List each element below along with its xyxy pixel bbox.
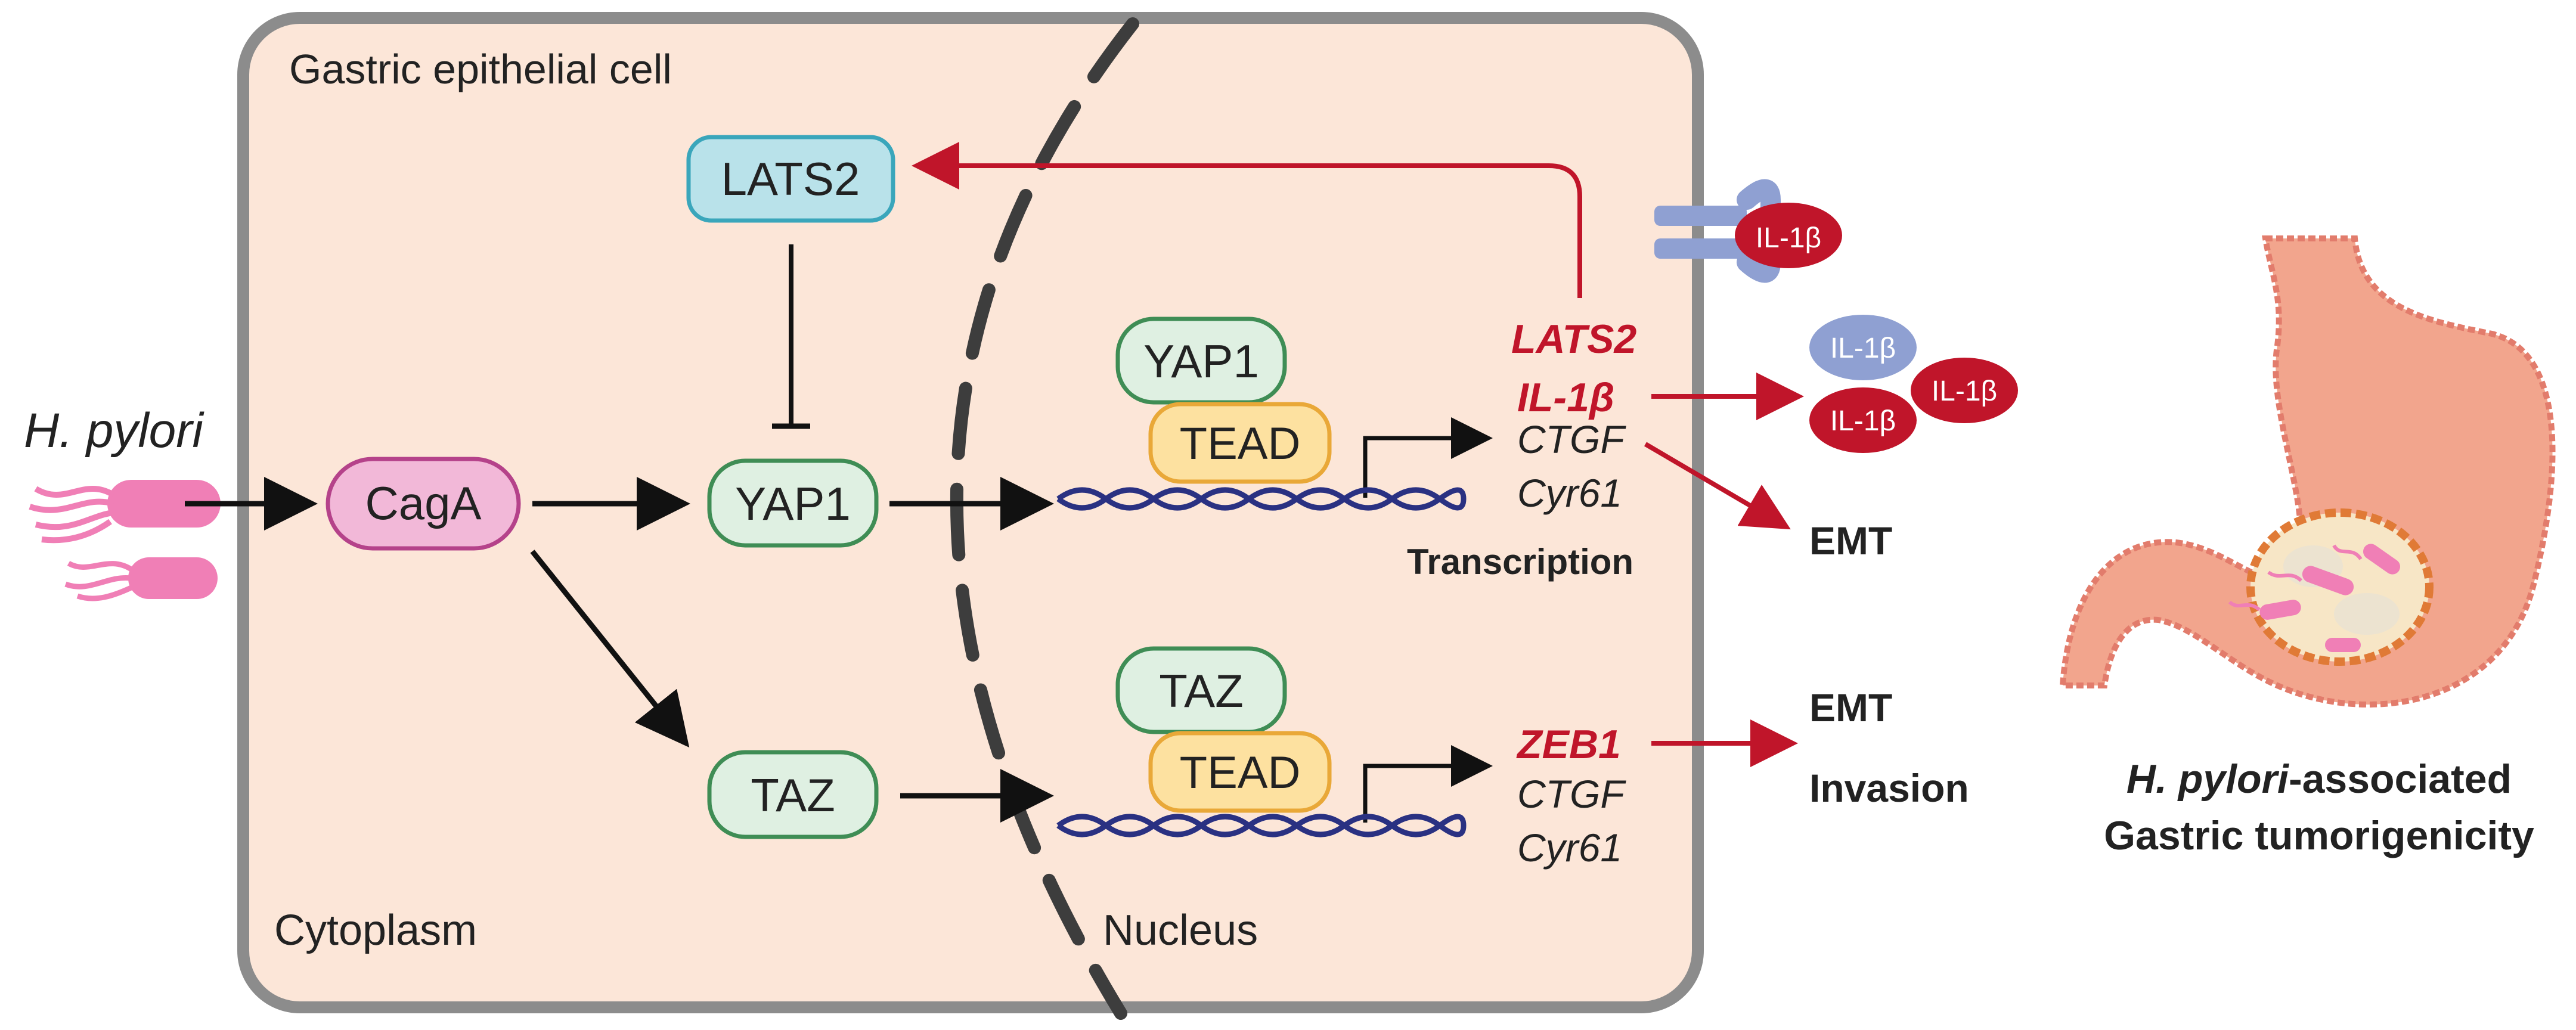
il1b-bound-label: IL-1β — [1756, 222, 1821, 254]
cell-label: Gastric epithelial cell — [289, 46, 672, 92]
il1b-bound-bubble: IL-1β — [1735, 203, 1842, 268]
il1b-bubble-red-1: IL-1β — [1809, 387, 1917, 453]
outcome-emt-top: EMT — [1809, 519, 1892, 563]
arrow-lats2-feedback — [912, 142, 1582, 298]
caption-hpylori: H. pylori — [2126, 756, 2290, 802]
taz-nuc-label: TAZ — [1159, 665, 1244, 717]
lats2-label: LATS2 — [721, 153, 860, 205]
tead-bottom-node: TEAD — [1148, 731, 1332, 813]
nucleus-label: Nucleus — [1103, 907, 1258, 954]
outcome-invasion: Invasion — [1809, 766, 1969, 810]
il1b-bubble-red-2: IL-1β — [1911, 358, 2018, 423]
tead-bottom-label: TEAD — [1180, 747, 1301, 798]
hpylori-bacteria-icon — [29, 480, 221, 601]
tead-top-node: TEAD — [1148, 402, 1332, 484]
stomach-icon — [2059, 235, 2556, 708]
arrow-transcription-top — [1363, 417, 1493, 498]
dna-top-icon — [1056, 487, 1467, 511]
cytoplasm-label: Cytoplasm — [274, 907, 477, 954]
transcription-label: Transcription — [1407, 542, 1633, 582]
outcome-emt-bottom: EMT — [1809, 685, 1892, 730]
stomach-caption-line1: H. pylori-associated — [2126, 756, 2512, 802]
caption-associated: -associated — [2289, 756, 2512, 802]
gene-lats2: LATS2 — [1511, 317, 1636, 362]
yap1-cyto-label: YAP1 — [735, 477, 851, 530]
gastric-epithelial-cell — [237, 12, 1704, 1013]
gene-cyr61-top: Cyr61 — [1517, 471, 1622, 515]
arrow-ctgf-to-emt — [1644, 442, 1791, 530]
caga-label: CagA — [365, 477, 481, 529]
gene-cyr61-bottom: Cyr61 — [1517, 826, 1622, 870]
yap1-nuc-node: YAP1 — [1115, 317, 1287, 405]
nuclear-envelope — [950, 17, 1139, 1020]
gene-ctgf-bottom: CTGF — [1517, 772, 1626, 816]
il1b-red-2-label: IL-1β — [1932, 376, 1997, 407]
taz-nuc-node: TAZ — [1115, 646, 1287, 734]
dna-bottom-icon — [1056, 814, 1467, 837]
il1b-red-1-label: IL-1β — [1830, 405, 1896, 437]
tead-top-label: TEAD — [1180, 418, 1301, 469]
gene-il1b: IL-1β — [1517, 375, 1614, 420]
yap1-nuc-label: YAP1 — [1143, 335, 1259, 387]
gene-zeb1: ZEB1 — [1516, 722, 1621, 767]
lats2-node: LATS2 — [686, 135, 895, 223]
taz-cyto-label: TAZ — [751, 769, 835, 821]
arrow-caga-to-taz — [530, 550, 690, 748]
gene-ctgf-top: CTGF — [1517, 417, 1626, 461]
taz-cyto-node: TAZ — [707, 750, 879, 839]
hpylori-label: H. pylori — [24, 404, 205, 458]
yap1-cyto-node: YAP1 — [707, 458, 879, 548]
arrow-transcription-bottom — [1363, 745, 1493, 823]
il1b-bubble-blue: IL-1β — [1809, 315, 1917, 380]
il1b-blue-label: IL-1β — [1830, 333, 1896, 364]
inhibition-lats2-to-yap1 — [772, 244, 810, 429]
stomach-caption-line2: Gastric tumorigenicity — [2104, 813, 2534, 858]
caga-node: CagA — [326, 457, 521, 551]
